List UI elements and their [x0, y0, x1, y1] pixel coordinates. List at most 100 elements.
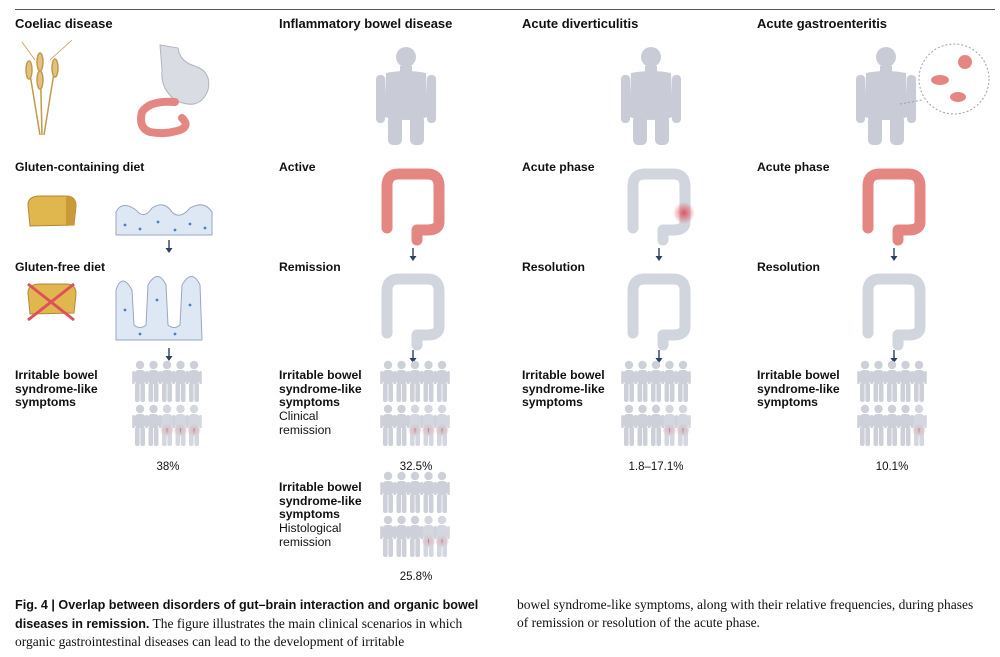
- person-figure: [648, 404, 664, 446]
- person-figure: [159, 360, 175, 402]
- microbe-inset-icon: [899, 43, 990, 115]
- pct-gastroenteritis: 10.1%: [875, 461, 909, 473]
- pct-diverticulitis: 1.8–17.1%: [628, 461, 684, 473]
- pct-coeliac: 38%: [156, 461, 180, 473]
- diverticulum-inflammation: [673, 202, 695, 224]
- caption-label: Fig. 4 | Overlap between disorders of gu…: [15, 598, 479, 631]
- arrow-down: [164, 347, 174, 362]
- wheat-icon: [21, 39, 73, 136]
- person-figure: [434, 360, 450, 402]
- person-figure: [897, 404, 914, 446]
- person-figure: [407, 360, 423, 402]
- stage2-label-ibd: Remission: [279, 260, 341, 274]
- person-figure: [634, 404, 651, 446]
- villi-icon: [115, 204, 213, 236]
- person-figure: [434, 515, 450, 557]
- people-grids: [132, 360, 927, 557]
- person-figure: [884, 404, 900, 446]
- person-figure: [380, 360, 396, 402]
- person-figure: [407, 471, 423, 513]
- person-figure: [380, 515, 396, 557]
- col-title-ibd: Inflammatory bowel disease: [279, 16, 453, 31]
- stage1-label-gastroenteritis: Acute phase: [757, 160, 830, 174]
- ibs-label-ibd-2: Irritable bowel syndrome-like symptoms: [279, 480, 362, 521]
- colon-inflamed-icon: [868, 174, 920, 240]
- person-figure: [186, 404, 202, 446]
- person-figure: [380, 471, 396, 513]
- person-figure: [420, 471, 437, 513]
- person-figure: [145, 404, 162, 446]
- caption-left: Fig. 4 | Overlap between disorders of gu…: [15, 596, 485, 651]
- person-figure: [621, 404, 637, 446]
- bread-crossed-icon: [27, 282, 77, 322]
- person-figure: [434, 404, 450, 446]
- healthy-villi-icon: [115, 276, 203, 341]
- person-figure: [911, 404, 927, 446]
- person-figure: [897, 360, 914, 402]
- people-grid-gastroenteritis: [857, 360, 927, 446]
- person-figure: [870, 404, 887, 446]
- person-figure: [648, 360, 664, 402]
- person-figure: [661, 404, 678, 446]
- ibs-label-coeliac: Irritable bowel syndrome-like symptoms: [15, 368, 98, 409]
- arrow-down: [164, 239, 174, 254]
- ibs-label-diverticulitis: Irritable bowel syndrome-like symptoms: [522, 368, 605, 409]
- person-figure: [857, 360, 873, 402]
- arrow-down: [889, 247, 899, 262]
- stage1-label-ibd: Active: [279, 160, 316, 174]
- body-figure-diverticulitis: [621, 47, 681, 145]
- colon-normal-icon: [633, 279, 685, 345]
- person-figure: [857, 404, 873, 446]
- caption-right: bowel syndrome-like symptoms, along with…: [517, 597, 974, 630]
- ibs-label-gastroenteritis: Irritable bowel syndrome-like symptoms: [757, 368, 840, 409]
- person-figure: [675, 404, 691, 446]
- ibs-label-ibd: Irritable bowel syndrome-like symptoms: [279, 368, 362, 409]
- stage2-label-gastroenteritis: Resolution: [757, 260, 820, 274]
- person-figure: [420, 404, 437, 446]
- people-grid-coeliac: [132, 360, 202, 446]
- person-figure: [675, 360, 691, 402]
- person-figure: [186, 360, 202, 402]
- person-figure: [407, 404, 423, 446]
- stage2-label-coeliac: Gluten-free diet: [15, 260, 106, 274]
- person-figure: [159, 404, 175, 446]
- col-title-coeliac: Coeliac disease: [15, 16, 113, 31]
- person-figure: [621, 360, 637, 402]
- col-title-diverticulitis: Acute diverticulitis: [522, 16, 639, 31]
- person-figure: [407, 515, 423, 557]
- body-figure-ibd: [376, 47, 436, 145]
- person-figure: [172, 404, 189, 446]
- person-figure: [393, 471, 410, 513]
- people-grid-diverticulitis: [621, 360, 691, 446]
- people-grid-ibd-histological: [380, 471, 450, 557]
- person-figure: [393, 360, 410, 402]
- person-figure: [393, 515, 410, 557]
- stage2-label-diverticulitis: Resolution: [522, 260, 585, 274]
- person-figure: [172, 360, 189, 402]
- stage1-label-coeliac: Gluten-containing diet: [15, 160, 145, 174]
- person-figure: [393, 404, 410, 446]
- person-figure: [420, 515, 437, 557]
- top-rule: [15, 9, 995, 10]
- stomach-icon: [137, 44, 210, 138]
- person-figure: [380, 404, 396, 446]
- colon-inflamed-icon: [387, 174, 439, 240]
- colon-normal-icon: [868, 279, 920, 345]
- person-figure: [132, 360, 148, 402]
- colon-normal-icon: [387, 279, 439, 345]
- people-grid-ibd-clinical: [380, 360, 450, 446]
- person-figure: [911, 360, 927, 402]
- arrow-down: [408, 247, 418, 262]
- person-figure: [884, 360, 900, 402]
- bread-icon: [27, 195, 77, 227]
- person-figure: [870, 360, 887, 402]
- pct-ibd-clinical: 32.5%: [399, 461, 433, 473]
- note-clinical-remission: Clinical remission: [279, 409, 332, 437]
- person-figure: [420, 360, 437, 402]
- person-figure: [132, 404, 148, 446]
- caption-text-left: The figure illustrates the main clinical…: [15, 615, 463, 650]
- stage1-label-diverticulitis: Acute phase: [522, 160, 595, 174]
- col-title-gastroenteritis: Acute gastroenteritis: [757, 16, 888, 31]
- note-histological-remission: Histological remission: [279, 521, 342, 549]
